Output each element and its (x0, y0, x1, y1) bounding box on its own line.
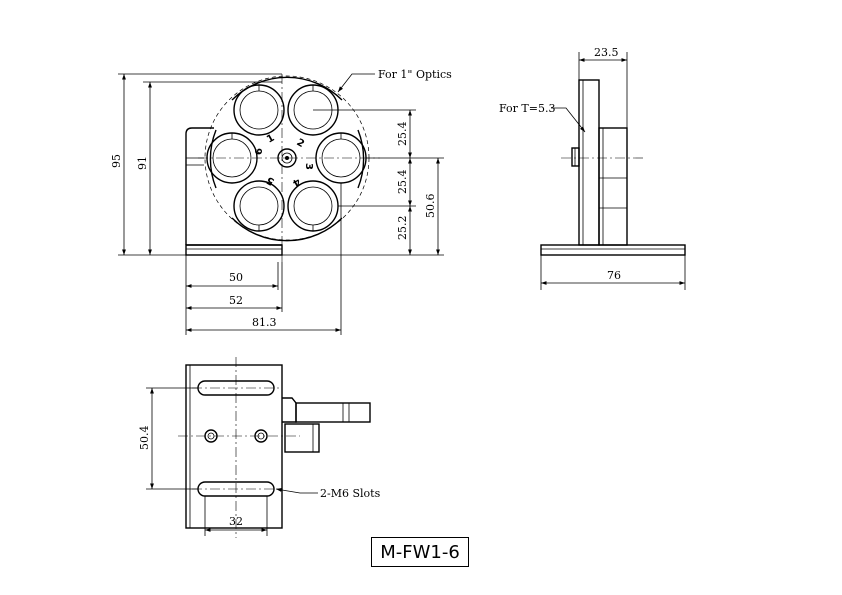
front-bracket-outline (185, 127, 214, 245)
dim-width-81-3: 81.3 (252, 316, 277, 329)
optic-slot-5 (233, 180, 285, 232)
slot-number-3: 3 (303, 163, 314, 170)
dim-lower-offset: 25.2 (396, 216, 409, 241)
slot-number-4: 4 (290, 175, 302, 188)
optic-slot-1 (233, 84, 285, 136)
side-view: 23.5 For T=5.3 76 (499, 46, 686, 290)
side-knob (571, 147, 580, 167)
dim-overall-height: 95 (110, 154, 123, 168)
dim-pitch-lower: 25.4 (396, 170, 409, 195)
top-rod (295, 402, 371, 423)
optic-slot-6 (206, 132, 258, 184)
top-view: 50.4 32 2-M6 Slots (138, 357, 381, 538)
optic-slot-3 (315, 132, 367, 184)
note-m6-slots: 2-M6 Slots (320, 487, 381, 500)
dim-center-height: 91 (136, 156, 149, 170)
note-for-1-inch-optics: For 1" Optics (378, 68, 452, 81)
dim-pitch-upper: 25.4 (396, 122, 409, 147)
wheel-body (209, 76, 365, 242)
dim-slot-spacing: 50.4 (138, 426, 151, 451)
front-base-plate (185, 244, 283, 256)
top-knob (284, 423, 320, 453)
slot-number-2: 2 (295, 137, 307, 150)
slot-number-6: 6 (254, 148, 265, 155)
slot-number-5: 5 (265, 174, 277, 187)
dim-width-52: 52 (229, 294, 243, 307)
model-number-label: M-FW1-6 (371, 537, 469, 567)
dim-hole-spacing: 32 (229, 515, 243, 528)
note-thickness: For T=5.3 (499, 102, 555, 115)
optic-slot-4 (287, 180, 339, 232)
side-base (540, 244, 686, 256)
slot-number-1: 1 (265, 133, 277, 146)
dim-base-width: 76 (607, 269, 621, 282)
side-bracket (578, 79, 600, 246)
top-base-outline (185, 364, 283, 529)
top-wheel-edge (282, 397, 297, 423)
dim-width-50: 50 (229, 271, 243, 284)
dim-axis-height: 50.6 (424, 194, 437, 219)
front-view: 1 2 3 4 5 6 For 1" Optics 95 91 25.4 25.… (110, 68, 452, 335)
dim-top-width: 23.5 (594, 46, 619, 59)
